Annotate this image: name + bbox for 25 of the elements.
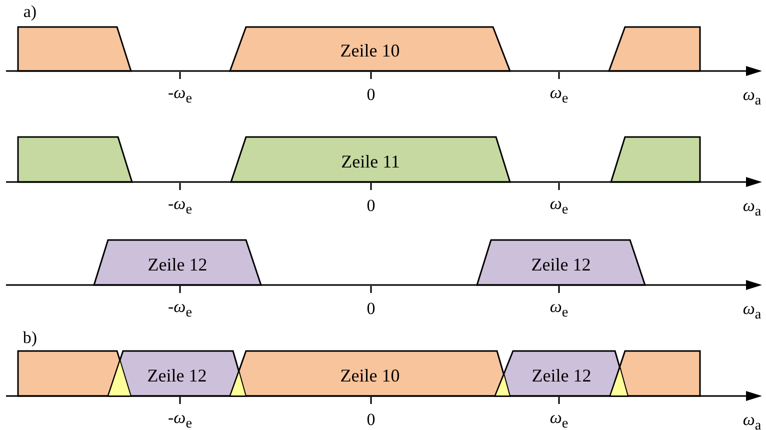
tick-label: ω$_{e}$ [550,83,568,108]
band-label: Zeile 12 [147,365,207,386]
tick-label: ω$_{e}$ [550,194,568,218]
band-label: Zeile 10 [340,40,400,62]
tick-label: 0 [366,85,376,105]
band-label: Zeile 11 [341,151,400,172]
panel-label: a) [23,2,37,22]
tick-label: 0 [366,299,376,319]
tick-label: ω$_{e}$ [550,297,568,322]
tick-label: -ω$_{e}$ [168,83,192,108]
band-label: Zeile 12 [531,254,591,275]
tick-label: 0 [366,410,376,430]
band-label: Zeile 12 [532,365,592,386]
axis-label: ω$_{a}$ [742,410,762,430]
axis-label: ω$_{a}$ [742,196,762,220]
axis-label: ω$_{a}$ [742,299,762,324]
tick-label: 0 [366,196,376,216]
panel-label: b) [22,328,38,348]
tick-label: ω$_{e}$ [550,408,568,430]
tick-label: -ω$_{e}$ [168,297,192,322]
tick-label: -ω$_{e}$ [168,408,192,430]
axis-label: ω$_{a}$ [742,85,762,110]
band-label: Zeile 10 [340,365,400,386]
tick-label: -ω$_{e}$ [168,194,192,218]
band-label: Zeile 12 [148,254,208,275]
